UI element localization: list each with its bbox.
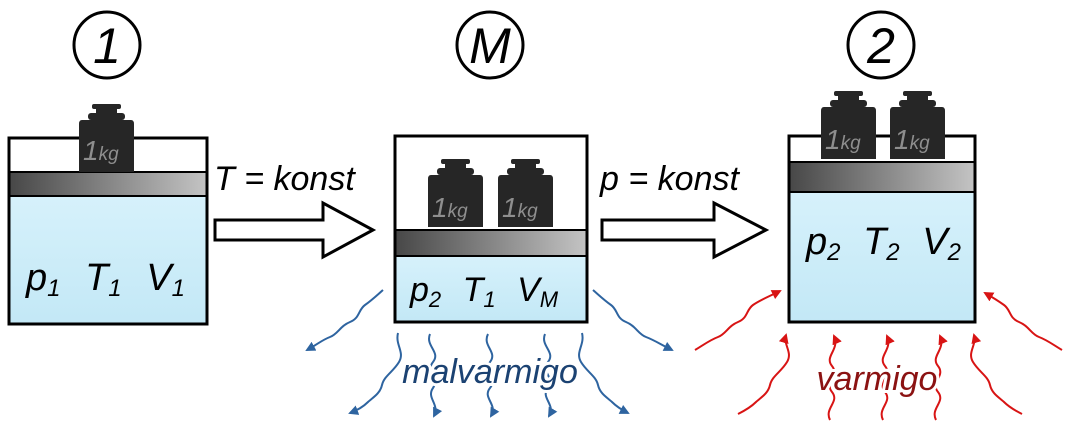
- state-1-gas: [9, 196, 207, 324]
- cooling-label: malvarmigo: [402, 353, 578, 391]
- svg-text:1kg: 1kg: [432, 192, 468, 223]
- heating-arrow: [880, 334, 895, 421]
- transition-isothermal: T = konst: [213, 160, 377, 260]
- state-1-weight: 1kg: [79, 104, 134, 172]
- heating-label: varmigo: [817, 360, 938, 398]
- heating-arrow: [970, 333, 1023, 415]
- state-m-gas: [395, 256, 587, 322]
- state-m-variables: p2 T1 VM: [409, 271, 559, 315]
- state-2-weight-left: 1kg: [821, 91, 876, 159]
- state-m-label: M: [469, 18, 511, 74]
- state-2-label: 2: [866, 18, 895, 74]
- state-m-cylinder: [393, 134, 589, 324]
- state-1-label: 1: [93, 18, 121, 74]
- state-2: 2 1kg 1kg p2 T2 V2: [787, 10, 977, 324]
- state-2-piston: [788, 161, 976, 193]
- state-m: M 1kg 1kg p2 T1 VM: [393, 10, 589, 324]
- heating-arrow: [737, 333, 790, 415]
- heating-arrow: [827, 334, 842, 421]
- state-2-cylinder: [787, 134, 977, 324]
- heating-arrow: [983, 292, 1063, 351]
- cooling-arrow: [578, 332, 630, 414]
- svg-text:1kg: 1kg: [825, 124, 861, 155]
- transition-isothermal-label: T = konst: [214, 160, 356, 198]
- state-1-circle-label: 1: [72, 10, 142, 80]
- cooling-arrow: [543, 333, 558, 418]
- transition-isobaric-arrow: [600, 200, 770, 260]
- cooling-arrow: [485, 333, 500, 418]
- cooling-arrow: [592, 289, 674, 351]
- transition-isobaric: p = konst: [599, 160, 770, 260]
- heating-arrow: [933, 334, 948, 421]
- cooling-arrow: [428, 333, 443, 418]
- heating-heat-arrows: [694, 290, 1063, 421]
- state-2-weight-right: 1kg: [890, 91, 945, 159]
- state-m-weight-right: 1kg: [498, 159, 553, 227]
- state-2-variables: p2 T2 V2: [805, 221, 961, 269]
- cooling-heat-arrows: [305, 289, 674, 418]
- cooling-arrow: [305, 289, 384, 351]
- weight-number: 1: [83, 135, 99, 166]
- state-m-piston: [394, 229, 588, 257]
- svg-text:1kg: 1kg: [502, 192, 538, 223]
- transition-isobaric-label: p = konst: [599, 160, 740, 198]
- svg-text:1kg: 1kg: [83, 135, 119, 166]
- state-2-circle-label: 2: [846, 10, 916, 80]
- state-2-gas: [789, 192, 975, 322]
- transition-isothermal-arrow: [213, 200, 377, 260]
- state-1-variables: p1 T1 V1: [25, 257, 185, 305]
- state-m-weight-left: 1kg: [428, 159, 483, 227]
- heating-arrow: [694, 290, 782, 351]
- cooling-arrow: [348, 332, 402, 415]
- state-1-piston: [8, 171, 208, 197]
- weight-unit: kg: [99, 144, 120, 165]
- state-m-circle-label: M: [455, 10, 525, 80]
- svg-text:1kg: 1kg: [894, 124, 930, 155]
- state-1: 1 1kg p1 T1 V1: [7, 10, 209, 326]
